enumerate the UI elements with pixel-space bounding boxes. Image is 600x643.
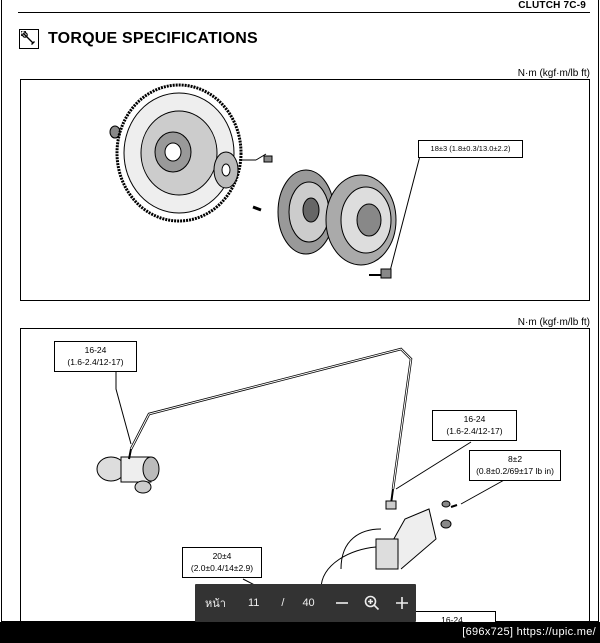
zoom-button[interactable] bbox=[359, 590, 385, 616]
clutch-exploded-diagram bbox=[109, 83, 439, 279]
unit-label-top: N·m (kgf·m/lb ft) bbox=[517, 68, 590, 79]
callout-bracket-bolt: 20±4 (2.0±0.4/14±2.9) bbox=[182, 547, 262, 578]
zoom-in-button[interactable] bbox=[389, 590, 415, 616]
clutch-assembly-panel bbox=[20, 79, 590, 301]
callout-bracket-bolt-value: 20±4 bbox=[212, 551, 232, 561]
zoom-out-button[interactable] bbox=[329, 590, 355, 616]
callout-pipe-master-value: 16-24 bbox=[84, 345, 107, 355]
callout-pressure-plate-bolt: 18±3 (1.8±0.3/13.0±2.2) bbox=[418, 140, 523, 158]
callout-pipe-release-converted: (1.6-2.4/12-17) bbox=[446, 426, 503, 436]
callout-pipe-master-cylinder: 16-24 (1.6-2.4/12-17) bbox=[54, 341, 137, 372]
hydraulic-line-panel bbox=[20, 328, 590, 628]
image-host-footer: [696x725] https://upic.me/ bbox=[0, 622, 600, 643]
wrench-icon bbox=[19, 29, 39, 49]
callout-pipe-master-converted: (1.6-2.4/12-17) bbox=[67, 357, 124, 367]
page-navigator: หน้า 11 / 40 bbox=[195, 584, 416, 622]
callout-pipe-release-cylinder: 16-24 (1.6-2.4/12-17) bbox=[432, 410, 517, 441]
callout-pipe-release-value: 16-24 bbox=[463, 414, 486, 424]
current-page-number[interactable]: 11 bbox=[247, 597, 260, 609]
page-separator: / bbox=[281, 597, 285, 609]
minus-icon bbox=[335, 602, 348, 604]
callout-bracket-nut: 8±2 (0.8±0.2/69±17 lb in) bbox=[469, 450, 561, 481]
callout-bracket-nut-value: 8±2 bbox=[507, 454, 523, 464]
page-label: หน้า bbox=[205, 598, 226, 610]
plus-icon bbox=[395, 597, 408, 609]
callout-bracket-nut-converted: (0.8±0.2/69±17 lb in) bbox=[476, 466, 554, 476]
section-title: CLUTCH 7C-9 bbox=[518, 0, 586, 11]
callout-bracket-bolt-converted: (2.0±0.4/14±2.9) bbox=[190, 563, 254, 573]
unit-label-bottom: N·m (kgf·m/lb ft) bbox=[517, 317, 590, 328]
total-pages: 40 bbox=[302, 597, 315, 609]
page-title-row: TORQUE SPECIFICATIONS bbox=[19, 27, 258, 51]
section-header: CLUTCH 7C-9 bbox=[18, 0, 590, 13]
magnifier-plus-icon bbox=[364, 595, 379, 611]
footer-text[interactable]: [696x725] https://upic.me/ bbox=[462, 626, 596, 638]
hydraulic-line-diagram bbox=[96, 347, 507, 615]
page-title: TORQUE SPECIFICATIONS bbox=[48, 30, 258, 47]
